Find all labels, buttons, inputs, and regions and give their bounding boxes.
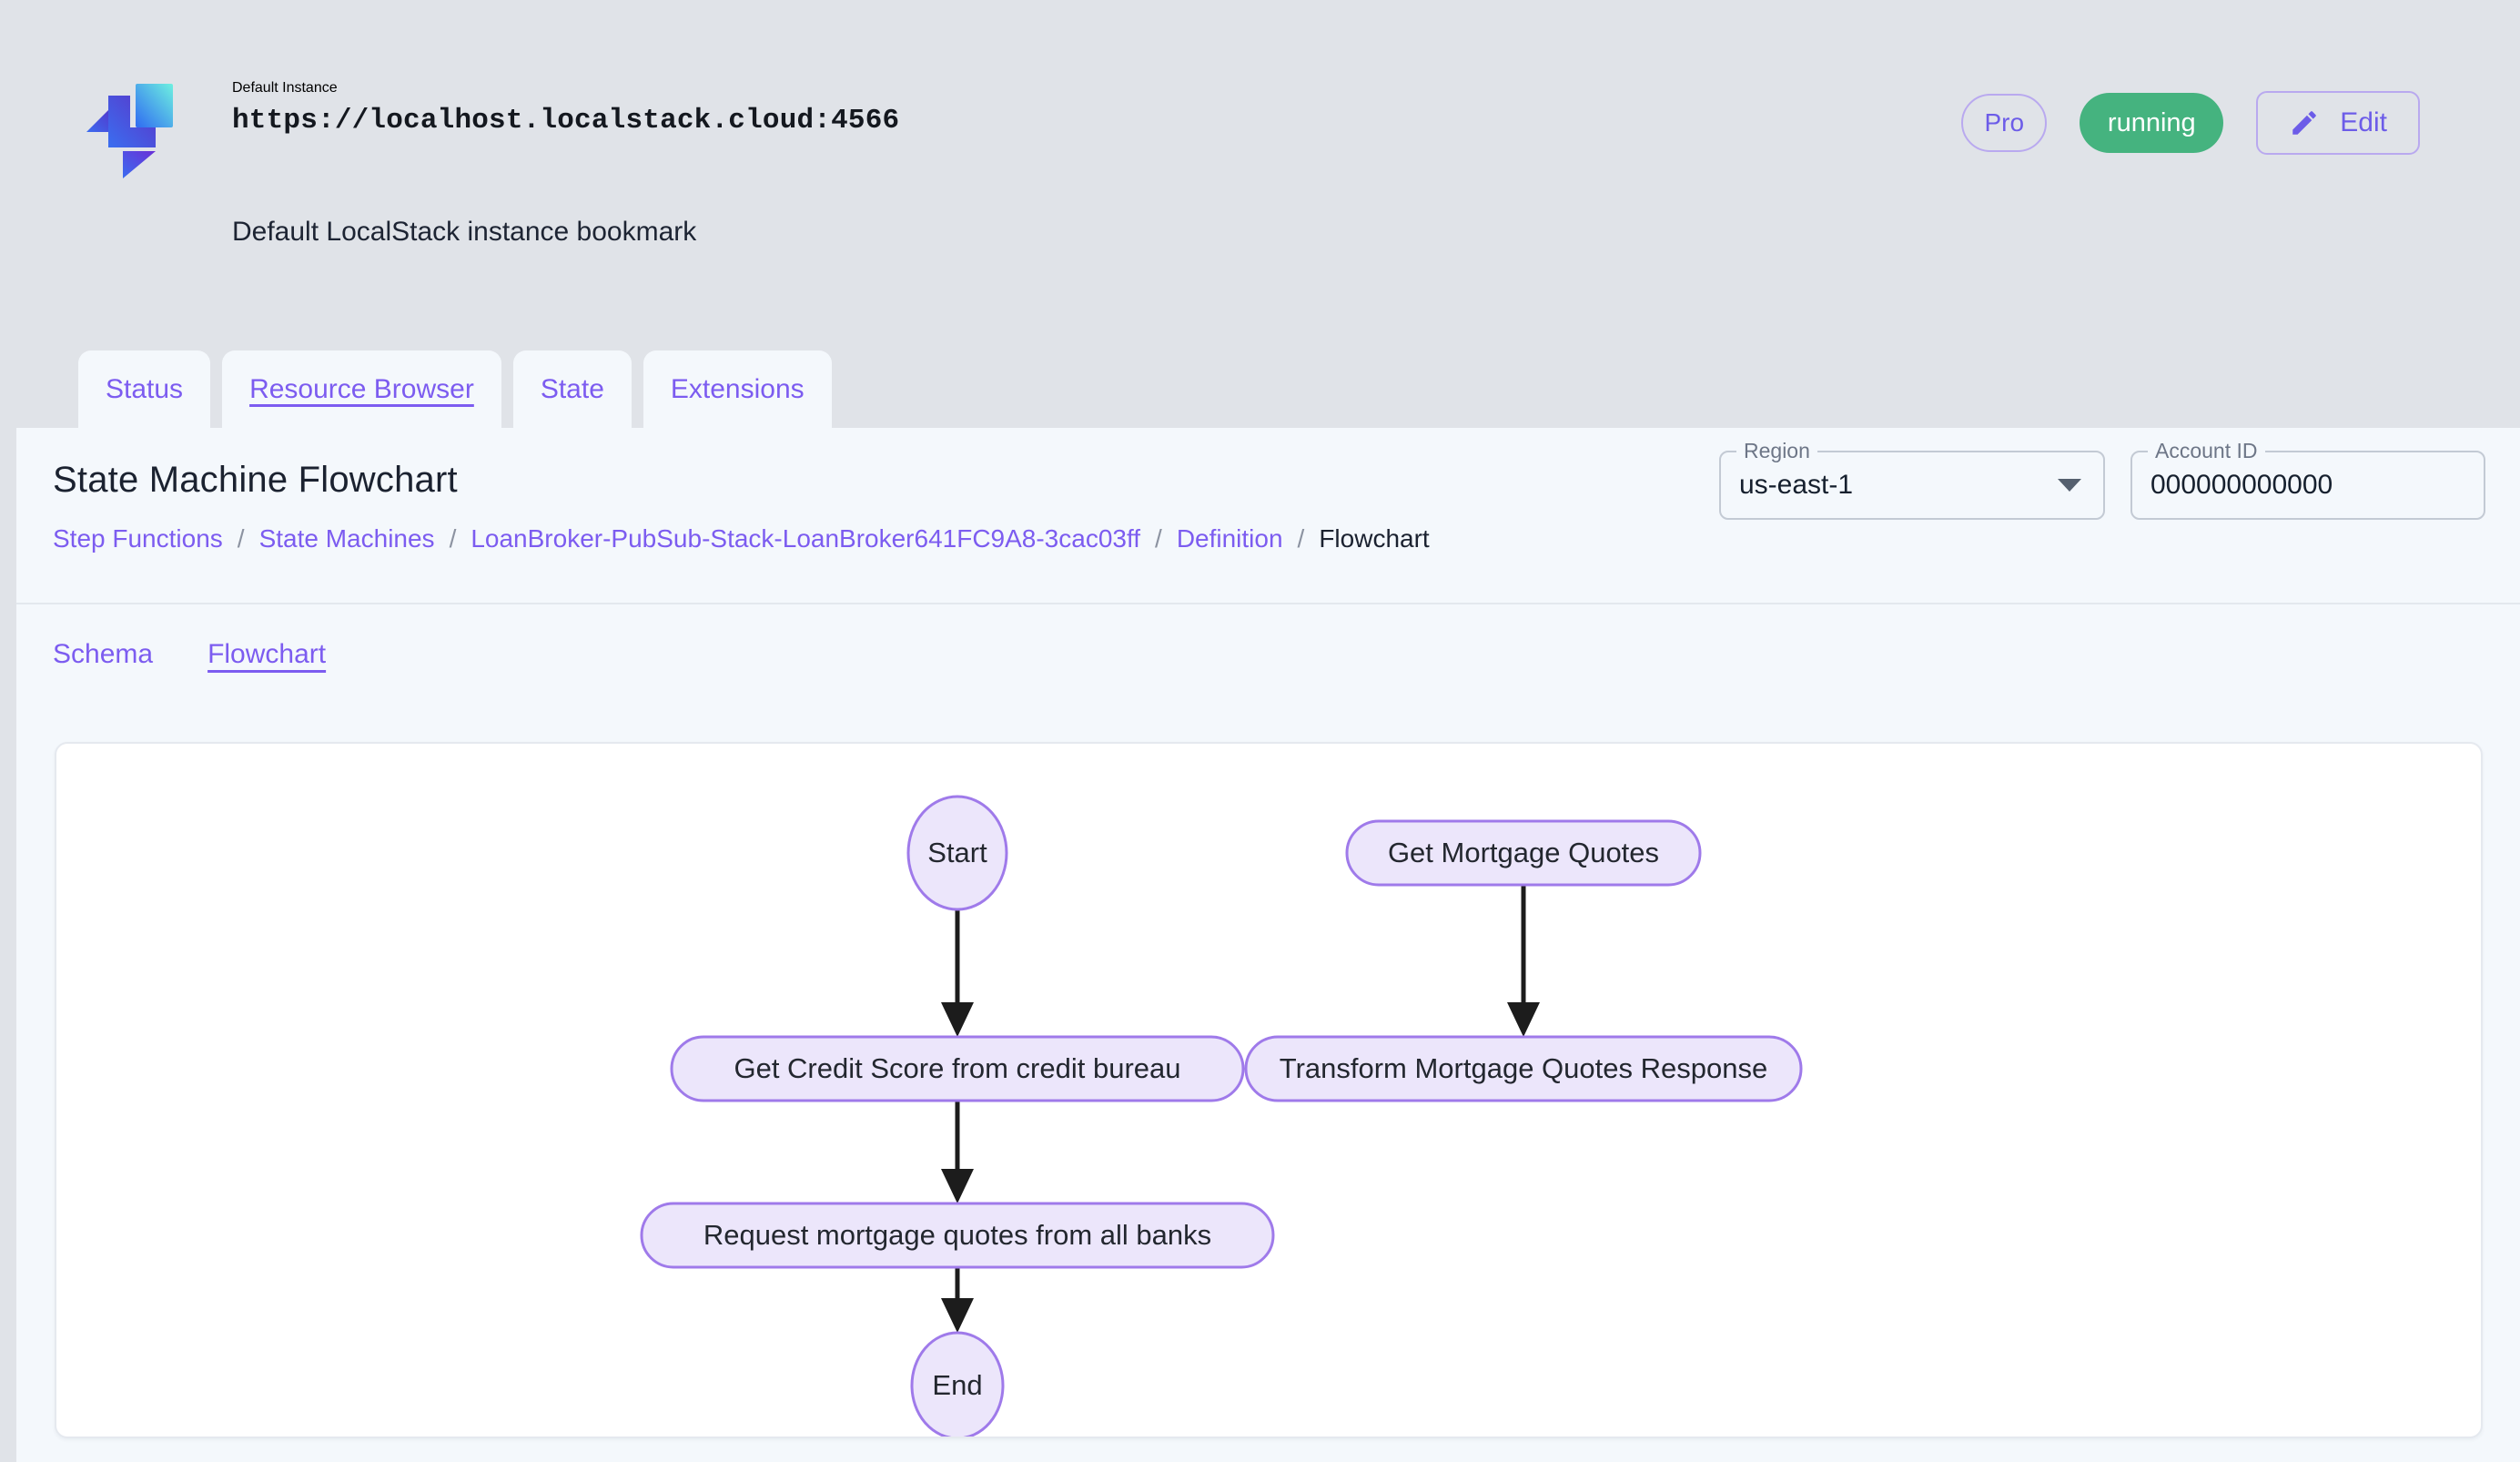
breadcrumb-item-step-functions[interactable]: Step Functions <box>53 524 223 553</box>
localstack-logo-icon <box>86 84 173 178</box>
scope-fields: Region us-east-1 Account ID 000000000000 <box>1719 439 2485 520</box>
region-select-value: us-east-1 <box>1739 470 1854 500</box>
flow-node-request-mortgage-quotes[interactable]: Request mortgage quotes from all banks <box>640 1202 1275 1269</box>
instance-brand-text: Default Instance https://localhost.local… <box>232 80 899 140</box>
breadcrumb-item-flowchart: Flowchart <box>1319 524 1430 553</box>
flow-edge-quotes-to-transform <box>1507 885 1540 1037</box>
breadcrumb-item-definition[interactable]: Definition <box>1176 524 1283 553</box>
breadcrumb-separator: / <box>1297 524 1305 553</box>
tab-extensions-label: Extensions <box>670 373 805 404</box>
status-badge[interactable]: running <box>2080 93 2224 153</box>
state-machine-flowchart[interactable]: Start Get Credit Score from credit burea… <box>56 744 2481 1437</box>
tab-status-label: Status <box>106 373 184 404</box>
account-id-field-label: Account ID <box>2148 439 2265 462</box>
flow-node-get-credit-score-label: Get Credit Score from credit bureau <box>734 1052 1180 1084</box>
flow-node-end[interactable]: End <box>910 1331 1005 1437</box>
flow-node-request-mortgage-quotes-label: Request mortgage quotes from all banks <box>703 1219 1211 1251</box>
tab-state[interactable]: State <box>512 350 632 428</box>
breadcrumb-item-state-machines[interactable]: State Machines <box>258 524 435 553</box>
header-actions: Pro running Edit <box>1961 91 2420 155</box>
edit-button-label: Edit <box>2340 107 2387 137</box>
pro-badge[interactable]: Pro <box>1961 94 2048 152</box>
flow-edge-credit-to-request <box>941 1101 974 1203</box>
region-select-label: Region <box>1736 439 1817 462</box>
instance-brand: Default Instance https://localhost.local… <box>86 80 899 178</box>
account-id-field-value: 000000000000 <box>2151 470 2333 500</box>
content-panel: State Machine Flowchart Step Functions /… <box>16 428 2520 1462</box>
flow-node-start-label: Start <box>927 837 987 868</box>
page-title: State Machine Flowchart <box>53 460 458 500</box>
breadcrumb-separator: / <box>449 524 457 553</box>
instance-name: Default Instance <box>232 80 338 96</box>
edit-button[interactable]: Edit <box>2256 91 2420 155</box>
flow-node-get-credit-score[interactable]: Get Credit Score from credit bureau <box>670 1035 1245 1102</box>
flow-node-transform-mortgage-quotes-response[interactable]: Transform Mortgage Quotes Response <box>1244 1035 1803 1102</box>
instance-description: Default LocalStack instance bookmark <box>232 217 697 247</box>
tab-status[interactable]: Status <box>78 350 211 428</box>
flow-node-transform-mortgage-quotes-response-label: Transform Mortgage Quotes Response <box>1280 1052 1767 1084</box>
breadcrumb-separator: / <box>237 524 245 553</box>
sub-tab-flowchart[interactable]: Flowchart <box>207 639 327 669</box>
flowchart-card: Start Get Credit Score from credit burea… <box>55 742 2483 1438</box>
chevron-down-icon[interactable] <box>2058 479 2081 492</box>
tab-resource-browser-label: Resource Browser <box>249 373 474 404</box>
flow-edge-request-to-end <box>941 1267 974 1333</box>
tab-resource-browser[interactable]: Resource Browser <box>222 350 501 428</box>
page-header: State Machine Flowchart Step Functions /… <box>16 428 2520 604</box>
sub-tab-schema[interactable]: Schema <box>53 639 154 669</box>
flow-node-end-label: End <box>932 1369 982 1401</box>
breadcrumb-separator: / <box>1155 524 1162 553</box>
breadcrumb-item-state-machine-name[interactable]: LoanBroker-PubSub-Stack-LoanBroker641FC9… <box>471 524 1141 553</box>
flow-node-start[interactable]: Start <box>906 795 1008 911</box>
region-select[interactable]: Region us-east-1 <box>1719 439 2105 520</box>
flow-edge-start-to-credit <box>941 909 974 1037</box>
main-tab-bar: Status Resource Browser State Extensions <box>0 350 2520 428</box>
tab-state-label: State <box>540 373 604 404</box>
instance-endpoint: https://localhost.localstack.cloud:4566 <box>232 105 900 137</box>
pencil-icon <box>2292 111 2317 135</box>
tab-extensions[interactable]: Extensions <box>643 350 832 428</box>
breadcrumb: Step Functions / State Machines / LoanBr… <box>53 524 1430 553</box>
flow-node-get-mortgage-quotes-label: Get Mortgage Quotes <box>1388 837 1659 868</box>
account-id-field[interactable]: Account ID 000000000000 <box>2130 439 2485 520</box>
sub-tab-bar: Schema Flowchart <box>16 604 2520 705</box>
flow-node-get-mortgage-quotes[interactable]: Get Mortgage Quotes <box>1345 819 1702 887</box>
